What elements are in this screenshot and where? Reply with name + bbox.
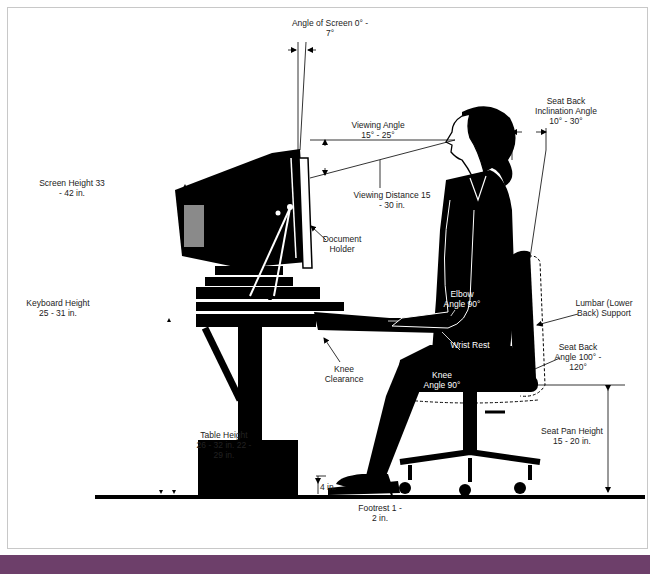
seated-person-part [399, 345, 518, 392]
dimension-label: Seat Back Angle 100° - 120° [550, 342, 606, 372]
seated-person-part [470, 176, 486, 200]
dimension-label: Angle of Screen 0° - 7° [291, 18, 369, 38]
leader-lines-part [316, 476, 326, 477]
leader-lines-part [530, 128, 546, 258]
monitor-part [184, 205, 204, 247]
leader-lines-part [608, 390, 609, 492]
leader-lines-part [380, 160, 381, 188]
monitor [175, 149, 307, 286]
leader-lines-part [324, 338, 340, 362]
document-holder-part [299, 158, 312, 268]
level-markers-part [268, 296, 272, 300]
document-holder-part [250, 208, 290, 296]
leader-lines-part [72, 206, 73, 210]
desk-part [196, 314, 316, 327]
level-markers-part [167, 318, 171, 322]
chair-part [410, 458, 530, 482]
leader-lines-part [536, 385, 625, 386]
document-holder-part [274, 208, 290, 296]
dimension-label: 4 in. [316, 482, 340, 492]
chair-part [515, 256, 545, 396]
dimension-label: Document Holder [319, 234, 365, 254]
dimension-label: Keyboard Height 25 - 31 in. [22, 298, 94, 318]
leader-lines-part [308, 50, 316, 51]
chair-part [399, 482, 411, 494]
leader-lines-part [298, 42, 299, 150]
floor-line [95, 495, 645, 499]
dimension-label: Screen Height 33 - 42 in. [37, 178, 107, 198]
leader-lines-part [537, 314, 578, 325]
dimension-label: Seat Pan Height 15 - 20 in. [539, 426, 605, 446]
chair-part [463, 392, 477, 452]
seated-person [336, 106, 518, 495]
chair-part [459, 484, 471, 496]
leader-lines-part [288, 50, 296, 51]
document-holder [250, 158, 312, 296]
dimension-label: Elbow Angle 90° [440, 289, 484, 309]
footer-band [0, 555, 650, 574]
dimension-label: Lumbar (Lower Back) Support [564, 298, 644, 318]
leader-lines-part [300, 42, 306, 150]
leader-lines-part [325, 140, 326, 146]
leader-lines-part [512, 132, 513, 160]
level-markers-part [268, 490, 272, 494]
dimension-label: Viewing Distance 15 - 30 in. [353, 190, 431, 210]
dimension-label: Knee Angle 90° [421, 370, 463, 390]
chair-part [485, 411, 505, 414]
document-holder-part [276, 211, 281, 216]
level-markers [159, 184, 321, 494]
monitor-part [215, 266, 283, 275]
leader-lines-part [325, 168, 326, 175]
seated-person-part [446, 114, 484, 176]
level-markers-part [183, 184, 187, 188]
dimension-label: Wrist Rest [447, 340, 493, 350]
leader-lines-part [448, 310, 455, 320]
dimension-label: Seat Back Inclination Angle 10° - 30° [530, 96, 602, 126]
desk-part [196, 302, 344, 311]
footrest [328, 481, 400, 495]
seated-person-part [366, 362, 420, 476]
dimension-label: Table Height 26 - 32 in. 22 - 29 in. [195, 430, 253, 460]
chair-part [514, 482, 526, 494]
level-markers-part [159, 490, 163, 494]
monitor-part [175, 149, 307, 268]
dimension-label: Knee Clearance [322, 364, 366, 384]
frame [8, 8, 648, 549]
leader-lines-part [310, 140, 455, 178]
leader-lines-part [512, 132, 522, 133]
level-markers-part [172, 490, 176, 494]
leader-lines-part [536, 132, 546, 133]
dimension-label: Viewing Angle 15° - 25° [347, 120, 409, 140]
dimension-label: Footrest 1 - 2 in. [355, 503, 405, 523]
desk-part [205, 328, 240, 400]
document-holder-part [287, 204, 293, 210]
monitor-part [205, 277, 293, 286]
desk-part [196, 287, 320, 299]
leader-lines [72, 42, 625, 494]
